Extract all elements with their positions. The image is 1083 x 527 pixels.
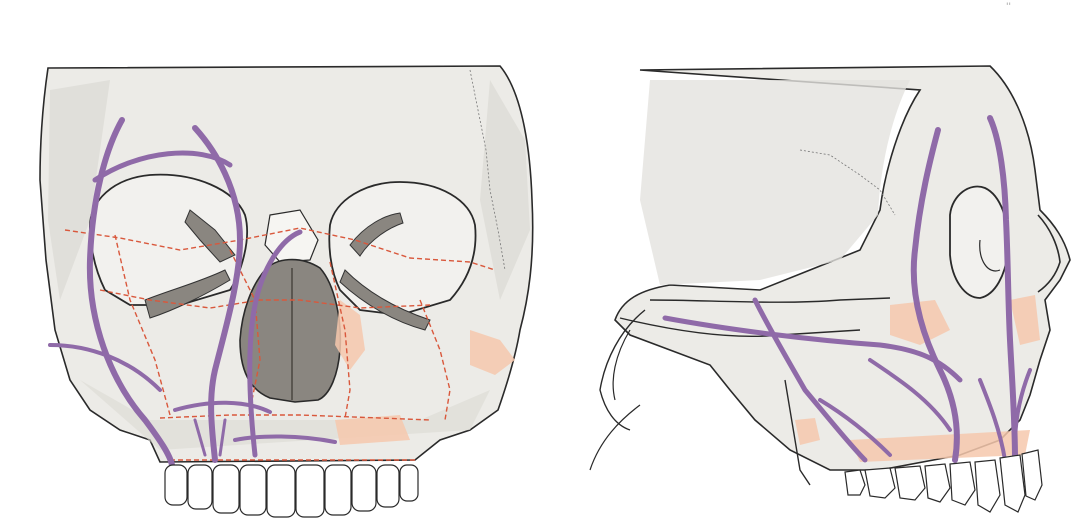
thin-bone-lower-right [335,415,410,445]
lateral-skull-illustration [560,0,1083,527]
lateral-view-panel [560,0,1083,527]
canine [975,460,1000,512]
mandibular-fragment [590,405,640,470]
tooth [240,465,266,515]
molar [895,466,925,500]
tooth [267,465,295,517]
tooth [296,465,324,517]
molar [865,468,895,498]
tooth [352,465,376,511]
premolar [925,464,950,502]
tooth [165,465,187,505]
molar [845,470,865,495]
premolar [950,462,975,505]
tooth [213,465,239,513]
left-orbit [90,175,247,305]
incisor [1000,455,1025,512]
tooth [188,465,212,509]
lateral-hook-inner [613,330,630,400]
frontal-view-panel [0,0,560,527]
tooth [400,465,418,501]
right-orbit [329,182,475,315]
lateral-orbit [950,187,1008,298]
frontal-skull-illustration [0,0,560,527]
upper-teeth [165,465,418,517]
tooth [325,465,351,515]
tooth [377,465,399,507]
